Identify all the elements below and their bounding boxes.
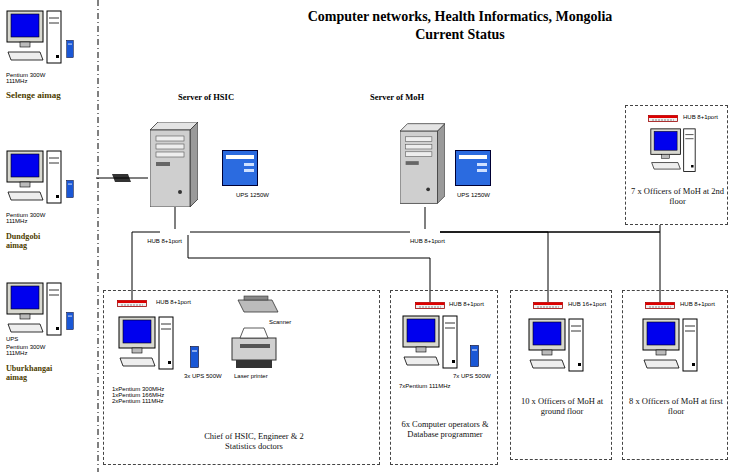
office-group: HUB 8+1port 7xPentium 111MHz 7x UPS 500W 6x… bbox=[390, 290, 498, 465]
device-label: HUB 8+1port bbox=[410, 238, 445, 244]
group-caption: Chief of HSIC, Engineer & 2 Statistics d… bbox=[189, 431, 319, 451]
device-label: 1xPentium 300MHz 1xPentium 166MHz 2xPent… bbox=[112, 386, 187, 404]
network-cable bbox=[425, 207, 426, 229]
device-label: UPS 1250W bbox=[236, 192, 269, 198]
device-label: 7x UPS 500W bbox=[453, 373, 491, 379]
network-cable bbox=[190, 232, 410, 233]
device-label: Laser printer bbox=[234, 373, 268, 379]
device-label: Pentium 300W 111MHz bbox=[6, 72, 50, 84]
device-label: HUB 8+1port bbox=[683, 114, 718, 120]
device-label: UPS bbox=[6, 336, 50, 342]
network-cable bbox=[96, 178, 148, 179]
group-caption: 6x Computer operators & Database program… bbox=[395, 419, 495, 439]
device-label: HUB 8+1port bbox=[147, 238, 182, 244]
group-caption: 10 x Officers of MoH at ground floor bbox=[515, 396, 609, 416]
network-cable bbox=[175, 207, 176, 229]
network-cable bbox=[440, 232, 660, 290]
device-label: UPS 1250W bbox=[457, 192, 490, 198]
office-group: HUB 8+1port 7 x Officers of MoH at 2nd fl… bbox=[625, 105, 728, 225]
device-label: HUB 8+1port bbox=[680, 301, 715, 307]
office-group: HUB 8+1portScanner 3x UPS 500W Laser print… bbox=[103, 290, 380, 465]
group-caption: 8 x Officers of MoH at first floor bbox=[627, 396, 725, 416]
remote-pc: Pentium 300W 111MHzDundgobi aimag bbox=[2, 148, 96, 246]
device-label: HUB 16+1port bbox=[568, 301, 606, 307]
network-cable bbox=[440, 232, 548, 290]
device-label: HUB 8+1port bbox=[156, 299, 191, 305]
site-name: Dundgobi aimag bbox=[6, 232, 58, 250]
device-label: 3x UPS 500W bbox=[184, 373, 222, 379]
remote-pc: Pentium 300W 111MHzSelenge aimag bbox=[2, 8, 96, 106]
server: Server of MoH UPS 1250W bbox=[365, 92, 505, 207]
network-cable bbox=[440, 225, 660, 232]
network-cable bbox=[188, 235, 430, 290]
office-group: HUB 8+1port 8 x Officers of MoH at first … bbox=[622, 290, 728, 460]
device-label: Scanner bbox=[269, 319, 291, 325]
site-name: Selenge aimag bbox=[6, 90, 94, 100]
diagram-title: Computer networks, Health Informatics, M… bbox=[290, 8, 630, 43]
office-group: HUB 16+1port 10 x Officers of MoH at grou… bbox=[510, 290, 612, 460]
device-label: 7xPentium 111MHz bbox=[399, 383, 459, 389]
hub: HUB 8+1port bbox=[160, 229, 190, 235]
device-label: HUB 8+1port bbox=[449, 301, 484, 307]
remote-pc: UPS Pentium 300W 111MHzUburkhangai aimag bbox=[2, 280, 96, 380]
group-caption: 7 x Officers of MoH at 2nd floor bbox=[630, 186, 725, 206]
site-name: Uburkhangai aimag bbox=[6, 364, 66, 382]
hub: HUB 8+1port bbox=[410, 229, 440, 235]
device-label: Server of HSIC bbox=[178, 92, 234, 102]
device-label: Pentium 300W 111MHz bbox=[6, 344, 50, 356]
device-label: Server of MoH bbox=[370, 92, 424, 102]
device-label: Pentium 300W 111MHz bbox=[6, 212, 50, 224]
server: Server of HSIC UPS 1250W bbox=[148, 92, 278, 207]
